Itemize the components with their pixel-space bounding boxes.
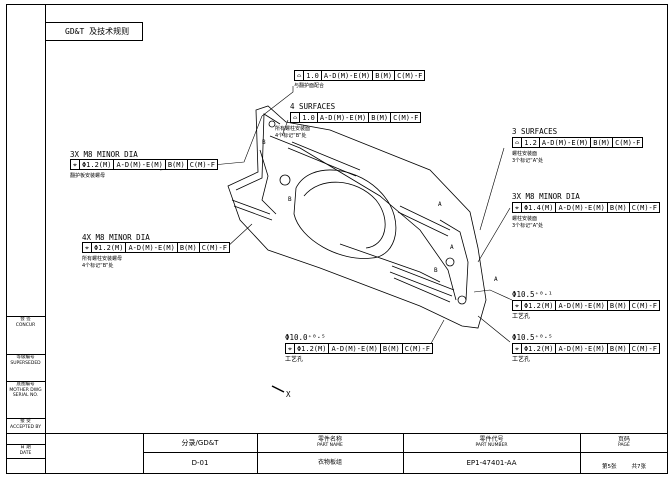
feature-control-frame: ⌖Φ1.4(M)A-D(M)-E(M)B(M)C(M)-F (512, 202, 660, 213)
callout-note: 4个标记“B”处 (82, 263, 114, 269)
leader-line (225, 223, 253, 249)
leader-line (479, 147, 505, 231)
sidebar-cell-blank (6, 458, 45, 475)
callout-heading: 3 SURFACES (512, 127, 558, 136)
callout-note: 与翻护面配合 (294, 83, 325, 89)
callout-note: 工艺孔 (512, 313, 531, 320)
datum-tag: A (450, 244, 454, 251)
callout-note: 翻护板安装螺母 (70, 173, 106, 179)
datum-tag: B (288, 196, 292, 203)
callout-heading: 4 SURFACES (290, 102, 336, 111)
callout-note: 3个标记“A”处 (512, 158, 544, 164)
datum-tag: B (434, 267, 438, 274)
feature-control-frame: ⌖Φ1.2(M)A-D(M)-E(M)B(M)C(M)-F (285, 343, 433, 354)
callout-heading: Φ10.5⁺⁰·⁵ (512, 333, 553, 342)
feature-control-frame: ⌖Φ1.2(M)A-D(M)-E(M)B(M)C(M)-F (512, 300, 660, 311)
callout-note: 所有螺柱安装螺母 (82, 256, 123, 262)
leader-line (477, 315, 511, 343)
datum-tag: A (438, 201, 442, 208)
left-margin-line (45, 4, 46, 474)
part-outline (227, 105, 487, 329)
leader-line (261, 86, 294, 117)
feature-control-frame: ⌖Φ1.2(M)A-D(M)-E(M)B(M)C(M)-F (70, 159, 218, 170)
titleblock-header-row (143, 433, 668, 453)
callout-heading: Φ10.5⁺⁰·¹ (512, 290, 553, 299)
datum-tag: B (262, 139, 266, 146)
callout-note: 螺柱安装面 (512, 151, 538, 157)
page-title: GD&T 及技术规则 (45, 22, 143, 41)
callout-note: 3个标记“A”处 (512, 223, 544, 229)
axis-label: X (286, 390, 291, 399)
feature-control-frame: ⌖Φ1.2(M)A-D(M)-E(M)B(M)C(M)-F (82, 242, 230, 253)
callout-note: 工艺孔 (285, 356, 304, 363)
titleblock-value: D-01 (191, 459, 209, 467)
leader-line (477, 207, 511, 263)
callout-heading: Φ10.0⁺⁰·⁵ (285, 333, 326, 342)
titleblock-value: 第5张 共7张 (601, 464, 647, 470)
titleblock-cell: 分录/GD&T (181, 439, 219, 447)
callout-heading: 4X M8 MINOR DIA (82, 233, 150, 242)
callout-heading: 3X M8 MINOR DIA (70, 150, 138, 159)
datum-tag: A (494, 276, 498, 283)
drawing-frame (6, 4, 668, 474)
callout-note: 4个标记“B”处 (275, 133, 307, 139)
inner-tub (293, 169, 397, 259)
feature-control-frame: ⌖Φ1.2(M)A-D(M)-E(M)B(M)C(M)-F (512, 343, 660, 354)
callout-note: 所有螺柱安装面 (275, 126, 311, 132)
callout-note: 螺柱安装面 (512, 216, 538, 222)
callout-heading: 3X M8 MINOR DIA (512, 192, 580, 201)
titleblock-value: EP1-47401-AA (466, 459, 517, 467)
titleblock-value: 衣物板组 (317, 459, 342, 466)
leader-line (473, 289, 513, 301)
callout-note: 工艺孔 (512, 356, 531, 363)
leader-line (281, 119, 289, 137)
